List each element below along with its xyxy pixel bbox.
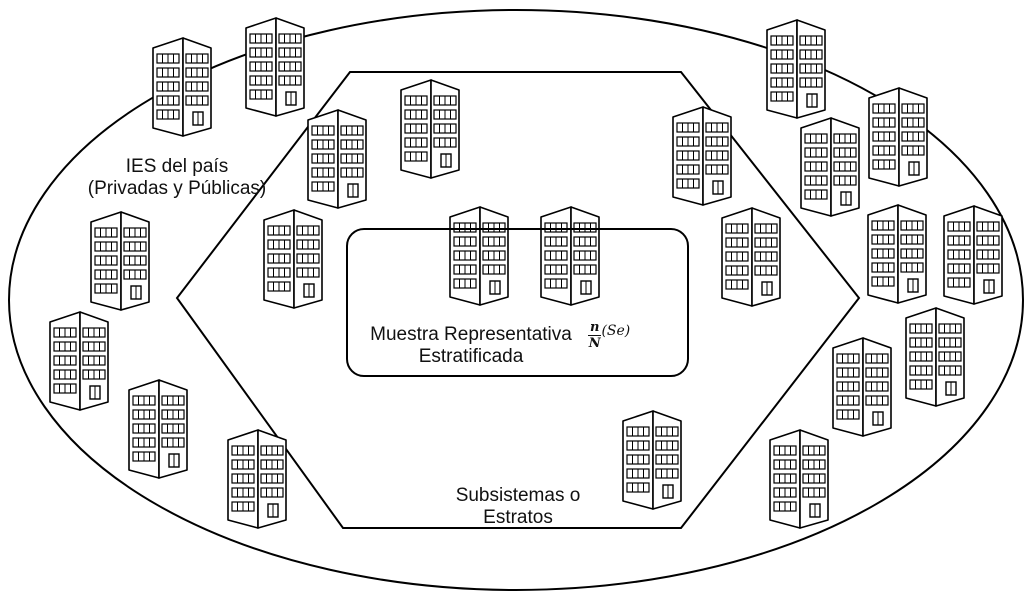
population-label: IES del país (Privadas y Públicas) xyxy=(62,156,292,200)
office-building-icon xyxy=(90,211,150,311)
office-building-icon xyxy=(800,117,860,217)
population-ellipse xyxy=(8,9,1024,591)
office-building-icon xyxy=(867,204,927,304)
office-building-icon xyxy=(943,205,1003,305)
office-building-icon xyxy=(766,19,826,119)
office-building-icon xyxy=(832,337,892,437)
fraction-numerator: n xyxy=(588,320,602,336)
office-building-icon xyxy=(49,311,109,411)
office-building-icon xyxy=(449,206,509,306)
office-building-icon xyxy=(263,209,323,309)
office-building-icon xyxy=(128,379,188,479)
office-building-icon xyxy=(672,106,732,206)
fraction: n N xyxy=(588,320,602,351)
sample-box xyxy=(346,228,689,377)
office-building-icon xyxy=(245,17,305,117)
fraction-suffix: (Se) xyxy=(601,322,631,339)
strata-label: Subsistemas o Estratos xyxy=(418,485,618,529)
office-building-icon xyxy=(540,206,600,306)
strata-label-line1: Subsistemas o xyxy=(455,485,581,506)
office-building-icon xyxy=(769,429,829,529)
sampling-fraction-formula: n N (Se) xyxy=(588,320,630,351)
office-building-icon xyxy=(868,87,928,187)
strata-hexagon xyxy=(175,71,861,529)
strata-label-line2: Estratos xyxy=(483,507,553,528)
population-label-line2: (Privadas y Públicas) xyxy=(87,178,267,199)
fraction-denominator: N xyxy=(588,336,601,351)
sample-label-line1: Muestra Representativa xyxy=(370,324,572,345)
population-label-line1: IES del país xyxy=(125,156,229,177)
sample-label-line2: Estratificada xyxy=(418,346,524,367)
office-building-icon xyxy=(227,429,287,529)
office-building-icon xyxy=(622,410,682,510)
office-building-icon xyxy=(400,79,460,179)
office-building-icon xyxy=(721,207,781,307)
office-building-icon xyxy=(905,307,965,407)
buildings-group xyxy=(49,17,1003,529)
sample-label: Muestra Representativa Estratificada xyxy=(356,324,586,368)
office-building-icon xyxy=(307,109,367,209)
office-building-icon xyxy=(152,37,212,137)
